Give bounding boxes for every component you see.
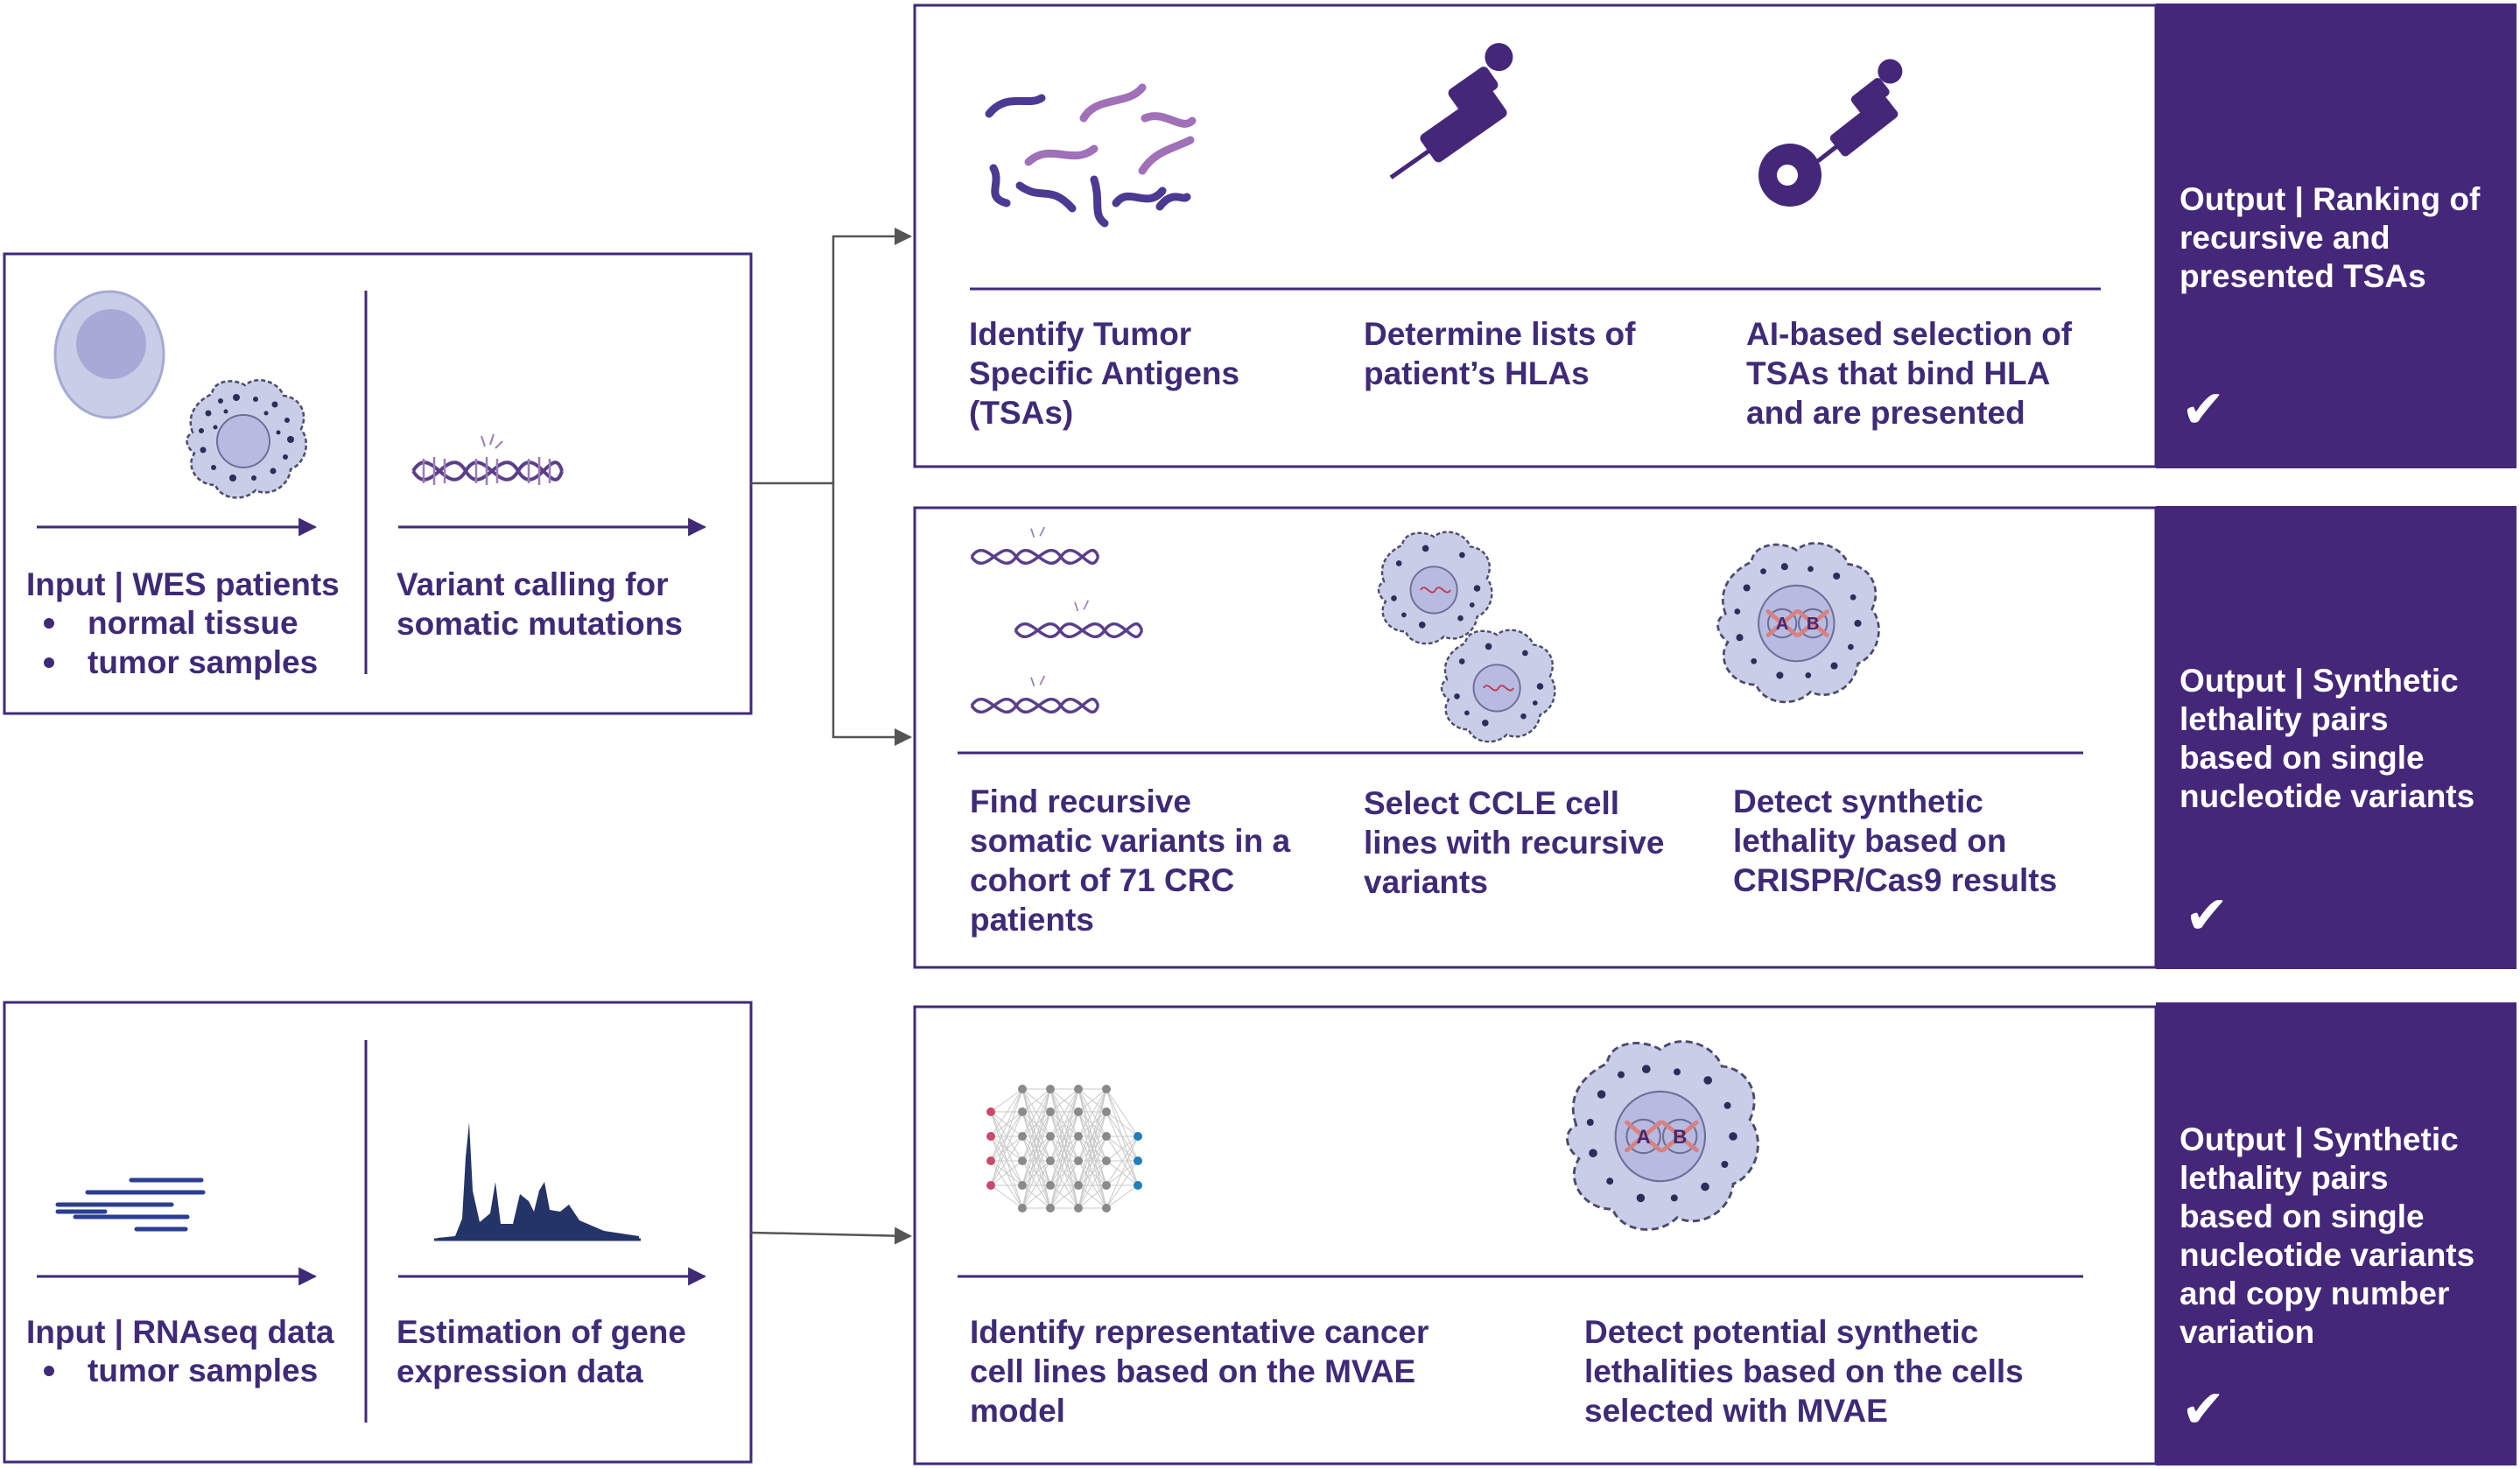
nn-node bbox=[1102, 1107, 1111, 1116]
expression-spectrum-icon bbox=[434, 1122, 641, 1241]
nn-node bbox=[986, 1181, 995, 1190]
panel-tsa: Identify Tumor Specific Antigens (TSAs) … bbox=[913, 4, 2516, 468]
gene-b-label: B bbox=[1673, 1126, 1687, 1148]
nn-node bbox=[1018, 1181, 1027, 1190]
nn-node bbox=[1046, 1107, 1055, 1116]
output-tsa-check-icon: ✔ bbox=[2181, 380, 2225, 439]
dna-variant-icon bbox=[1014, 600, 1144, 638]
nn-node bbox=[1074, 1132, 1083, 1141]
output-cnv-check-icon: ✔ bbox=[2181, 1380, 2225, 1438]
step-find-recursive-variants: Find recursive somatic variants in a coh… bbox=[970, 784, 1299, 938]
nn-node bbox=[1102, 1132, 1111, 1141]
output-snv-label: Output | Synthetic lethality pairs based… bbox=[2180, 663, 2474, 814]
panel-cnv: A B Identify representative cancer cell … bbox=[913, 1002, 2516, 1465]
output-tsa-label: Output | Ranking of recursive and presen… bbox=[2180, 181, 2489, 294]
nn-node bbox=[1134, 1156, 1142, 1165]
tumor-cell-icon bbox=[186, 379, 307, 499]
gene-b-label: B bbox=[1807, 615, 1820, 634]
input-wes-bullet-1: normal tissue bbox=[88, 605, 298, 641]
ccle-cell-icon bbox=[1377, 531, 1493, 645]
input-rnaseq-box: Input | RNAseq data tumor samples Estima… bbox=[3, 1001, 753, 1464]
variant-calling-label: Variant calling for somatic mutations bbox=[397, 566, 683, 642]
step-ai-selection: AI-based selection of TSAs that bind HLA… bbox=[1746, 316, 2081, 431]
connector-lines bbox=[750, 228, 912, 1245]
bullet-dot bbox=[44, 618, 54, 629]
rnaseq-reads-icon bbox=[55, 1177, 206, 1232]
output-cnv-box bbox=[2156, 1002, 2516, 1465]
nn-node bbox=[1018, 1132, 1027, 1141]
gene-a-label: A bbox=[1637, 1126, 1651, 1148]
hla-molecule-icon bbox=[1389, 43, 1513, 179]
synthetic-lethality-cell-icon: A B bbox=[1716, 542, 1880, 704]
nn-node bbox=[1074, 1181, 1083, 1190]
synthetic-lethality-cell-icon: A B bbox=[1565, 1040, 1759, 1231]
nn-node bbox=[1018, 1204, 1027, 1212]
neural-network-icon bbox=[986, 1085, 1142, 1212]
nn-node bbox=[1046, 1132, 1055, 1141]
output-snv-box bbox=[2156, 506, 2516, 969]
peptides-icon bbox=[985, 83, 1197, 228]
ccle-cell-icon bbox=[1440, 629, 1556, 743]
nn-node bbox=[1074, 1204, 1083, 1212]
gene-expression-label: Estimation of gene expression data bbox=[397, 1314, 695, 1389]
nn-node bbox=[1074, 1156, 1083, 1165]
dna-variant-icon bbox=[970, 526, 1100, 565]
step-identify-cell-lines-mvae: Identify representative cancer cell line… bbox=[970, 1314, 1438, 1429]
step-determine-hla: Determine lists of patient’s HLAs bbox=[1364, 316, 1645, 391]
nn-node bbox=[1102, 1204, 1111, 1212]
dna-mutation-icon bbox=[411, 433, 564, 485]
nn-node bbox=[1134, 1181, 1142, 1190]
input-wes-box: Input | WES patients normal tissue tumor… bbox=[3, 252, 753, 715]
nn-node bbox=[986, 1107, 995, 1116]
gene-a-label: A bbox=[1776, 615, 1789, 634]
dna-variant-icon bbox=[970, 675, 1100, 713]
nn-node bbox=[1074, 1107, 1083, 1116]
output-tsa-box bbox=[2156, 4, 2516, 468]
tsa-binding-icon bbox=[1758, 59, 1903, 207]
nn-node bbox=[1134, 1132, 1142, 1141]
nn-node bbox=[1102, 1085, 1111, 1093]
input-wes-title: Input | WES patients bbox=[26, 566, 340, 603]
input-wes-bullet-2: tumor samples bbox=[88, 644, 318, 680]
nn-node bbox=[1046, 1085, 1055, 1093]
panel-snv: A B Find recursive somatic variants in a… bbox=[913, 506, 2516, 969]
nn-node bbox=[986, 1132, 995, 1141]
nn-node bbox=[1018, 1156, 1027, 1165]
normal-cell-icon bbox=[53, 290, 165, 419]
nn-node bbox=[1074, 1085, 1083, 1093]
nn-node bbox=[1046, 1181, 1055, 1190]
nn-node bbox=[1018, 1107, 1027, 1116]
nn-node bbox=[1102, 1156, 1111, 1165]
nn-node bbox=[1046, 1204, 1055, 1212]
input-rnaseq-bullet-1: tumor samples bbox=[88, 1353, 318, 1388]
output-cnv-label: Output | Synthetic lethality pairs based… bbox=[2180, 1121, 2484, 1350]
nn-node bbox=[1018, 1085, 1027, 1093]
output-snv-check-icon: ✔ bbox=[2185, 886, 2229, 945]
step-detect-crispr: Detect synthetic lethality based on CRIS… bbox=[1733, 784, 2057, 898]
nn-node bbox=[1102, 1181, 1111, 1190]
nn-node bbox=[986, 1156, 995, 1165]
step-select-ccle: Select CCLE cell lines with recursive va… bbox=[1364, 785, 1674, 900]
bullet-dot bbox=[44, 1366, 54, 1376]
input-rnaseq-title: Input | RNAseq data bbox=[26, 1314, 334, 1351]
step-identify-tsa: Identify Tumor Specific Antigens (TSAs) bbox=[969, 316, 1248, 431]
step-detect-potential-lethalities: Detect potential synthetic lethalities b… bbox=[1584, 1314, 2032, 1429]
nn-node bbox=[1046, 1156, 1055, 1165]
bullet-dot bbox=[44, 657, 54, 668]
